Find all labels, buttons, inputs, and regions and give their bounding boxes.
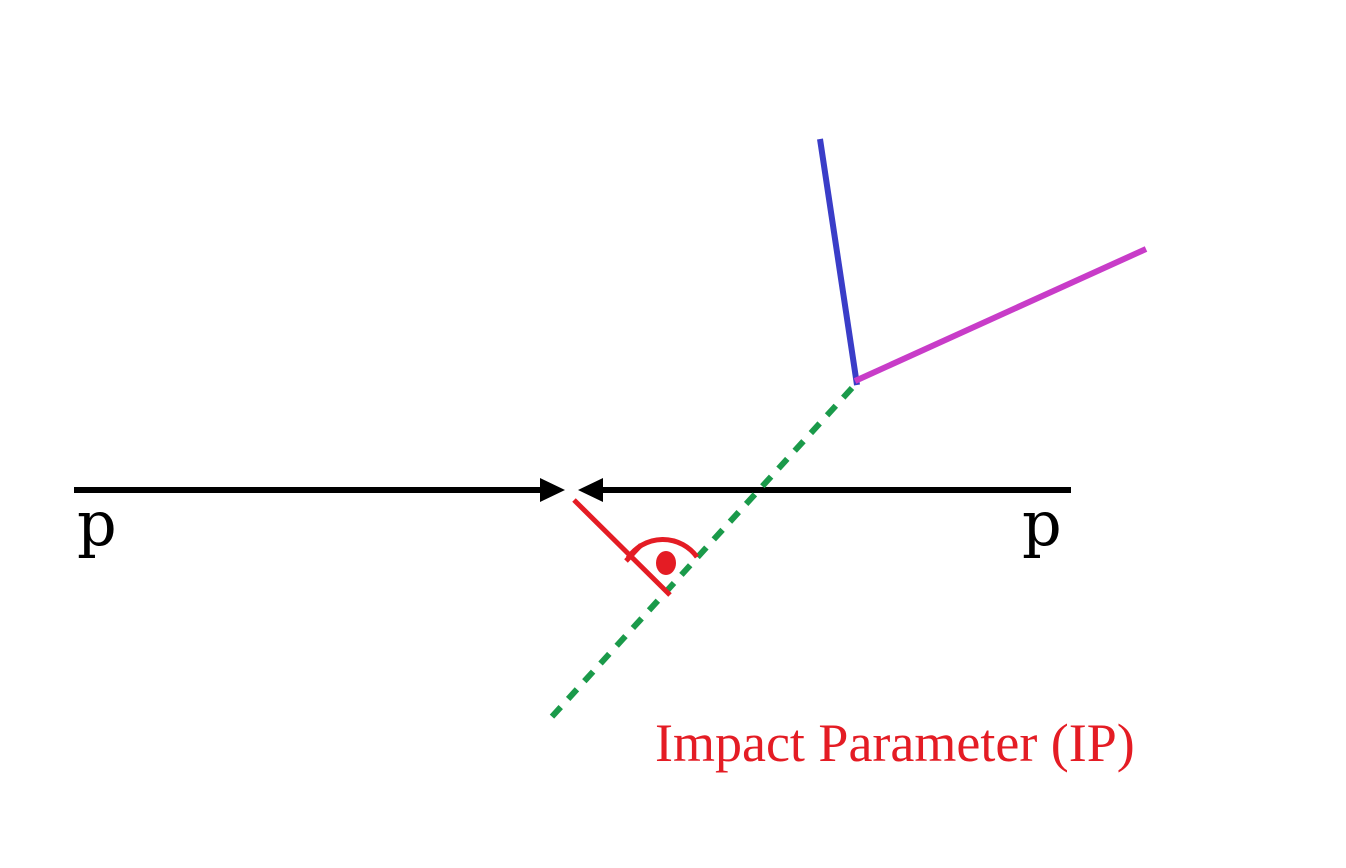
left-proton-label: p <box>77 487 117 560</box>
right-proton-label: p <box>1022 487 1062 560</box>
impact-parameter-label: Impact Parameter (IP) <box>655 713 1135 773</box>
right-angle-dot <box>656 551 676 575</box>
magenta-daughter-track <box>853 246 1148 384</box>
left-beam-arrowhead <box>540 478 565 502</box>
blue-daughter-track <box>817 138 860 386</box>
left-proton-beam <box>74 478 565 502</box>
right-angle-arc <box>625 536 700 560</box>
extrapolated-track-dashed <box>545 385 855 724</box>
right-proton-beam <box>578 478 1071 502</box>
impact-parameter-segment <box>572 498 672 597</box>
impact-parameter-marker <box>572 498 700 597</box>
right-beam-arrowhead <box>578 478 603 502</box>
